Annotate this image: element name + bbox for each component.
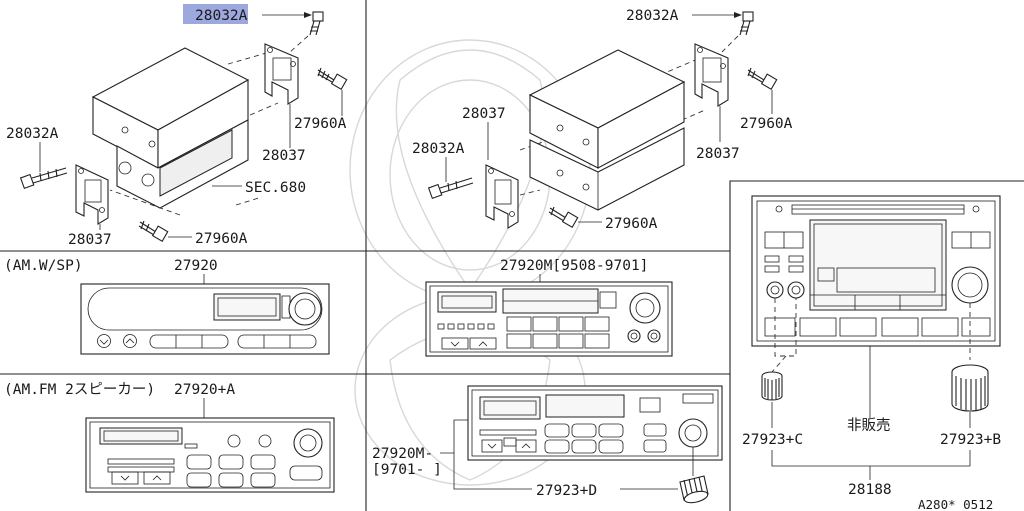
radio-27920a-section: (AM.FM 2スピーカー) 27920+A <box>4 381 335 493</box>
bolt-icon <box>548 206 579 228</box>
radio-unit-27920m-9508[interactable] <box>425 281 673 357</box>
radio-unit-27920[interactable] <box>80 283 330 355</box>
mounting-bracket-icon <box>264 43 299 105</box>
screw-icon <box>309 11 324 36</box>
label-28188: 28188 <box>848 482 892 498</box>
label-28032a-tr: 28032A <box>626 8 679 24</box>
label-27920-a: 27920+A <box>174 382 235 398</box>
label-28037-b: 28037 <box>68 232 112 248</box>
radio-27920m-9701-section: 27920M- [9701- ] <box>372 385 723 505</box>
mounting-bracket-icon <box>485 164 519 229</box>
label-27960a-tr-right: 27960A <box>740 116 793 132</box>
label-28032a-tr-left: 28032A <box>412 141 465 157</box>
label-27920m-9508: 27920M[9508-9701] <box>500 258 648 274</box>
bolt-icon <box>317 67 348 90</box>
knob-icon[interactable] <box>679 475 709 505</box>
bolt-icon <box>138 220 169 242</box>
label-27923-c: 27923+C <box>742 432 803 448</box>
label-28037-tr-right: 28037 <box>696 146 740 162</box>
label-27960a-b: 27960A <box>195 231 248 247</box>
audio-unit-box <box>91 47 250 169</box>
label-sec680: SEC.680 <box>245 180 306 196</box>
knob-icon[interactable] <box>951 364 989 412</box>
screw-icon <box>739 11 754 36</box>
dash-cavity <box>116 119 249 209</box>
bolt-icon <box>747 67 778 90</box>
screw-icon <box>427 177 474 200</box>
label-27960a-tr-bottom: 27960A <box>605 216 658 232</box>
label-27923-b: 27923+B <box>940 432 1001 448</box>
label-27960a-a: 27960A <box>294 116 347 132</box>
label-28037-tr-left: 28037 <box>462 106 506 122</box>
highlighted-part-number[interactable] <box>183 4 248 24</box>
head-unit-large[interactable] <box>751 195 1001 347</box>
label-27920m-b: [9701- ] <box>372 462 442 478</box>
knob-set-28188-section: 27923+C 27923+B 非販売 28188 A280* 0512 <box>742 195 1001 511</box>
label-28032a-top[interactable]: 28032A <box>195 8 248 24</box>
audio-unit-box-lower <box>529 127 685 211</box>
label-28037-a: 28037 <box>262 148 306 164</box>
label-27920: 27920 <box>174 258 218 274</box>
caption-am-w-sp: (AM.W/SP) <box>4 258 83 274</box>
label-not-for-sale: 非販売 <box>847 417 891 434</box>
radio-27920m-9508-section: 27920M[9508-9701] <box>425 258 673 357</box>
figure-code: A280* 0512 <box>918 497 993 511</box>
radio-unit-27920m-9701[interactable] <box>467 385 723 461</box>
label-27920m-a: 27920M- <box>372 446 433 462</box>
top-right-mounting-assembly: 28032A 28037 <box>412 8 793 232</box>
label-27923-d: 27923+D <box>536 483 597 499</box>
radio-27920-section: (AM.W/SP) 27920 <box>4 258 330 355</box>
top-left-mounting-assembly: 28032A SEC.680 <box>6 4 348 248</box>
screw-icon <box>19 167 68 190</box>
radio-unit-27920a[interactable] <box>85 417 335 493</box>
knob-icon[interactable] <box>761 371 783 401</box>
mounting-bracket-icon <box>694 43 729 107</box>
label-28032a-left: 28032A <box>6 126 59 142</box>
caption-am-fm: (AM.FM 2スピーカー) <box>4 381 155 398</box>
mounting-bracket-icon <box>75 164 109 225</box>
audio-unit-box-upper <box>528 49 686 169</box>
